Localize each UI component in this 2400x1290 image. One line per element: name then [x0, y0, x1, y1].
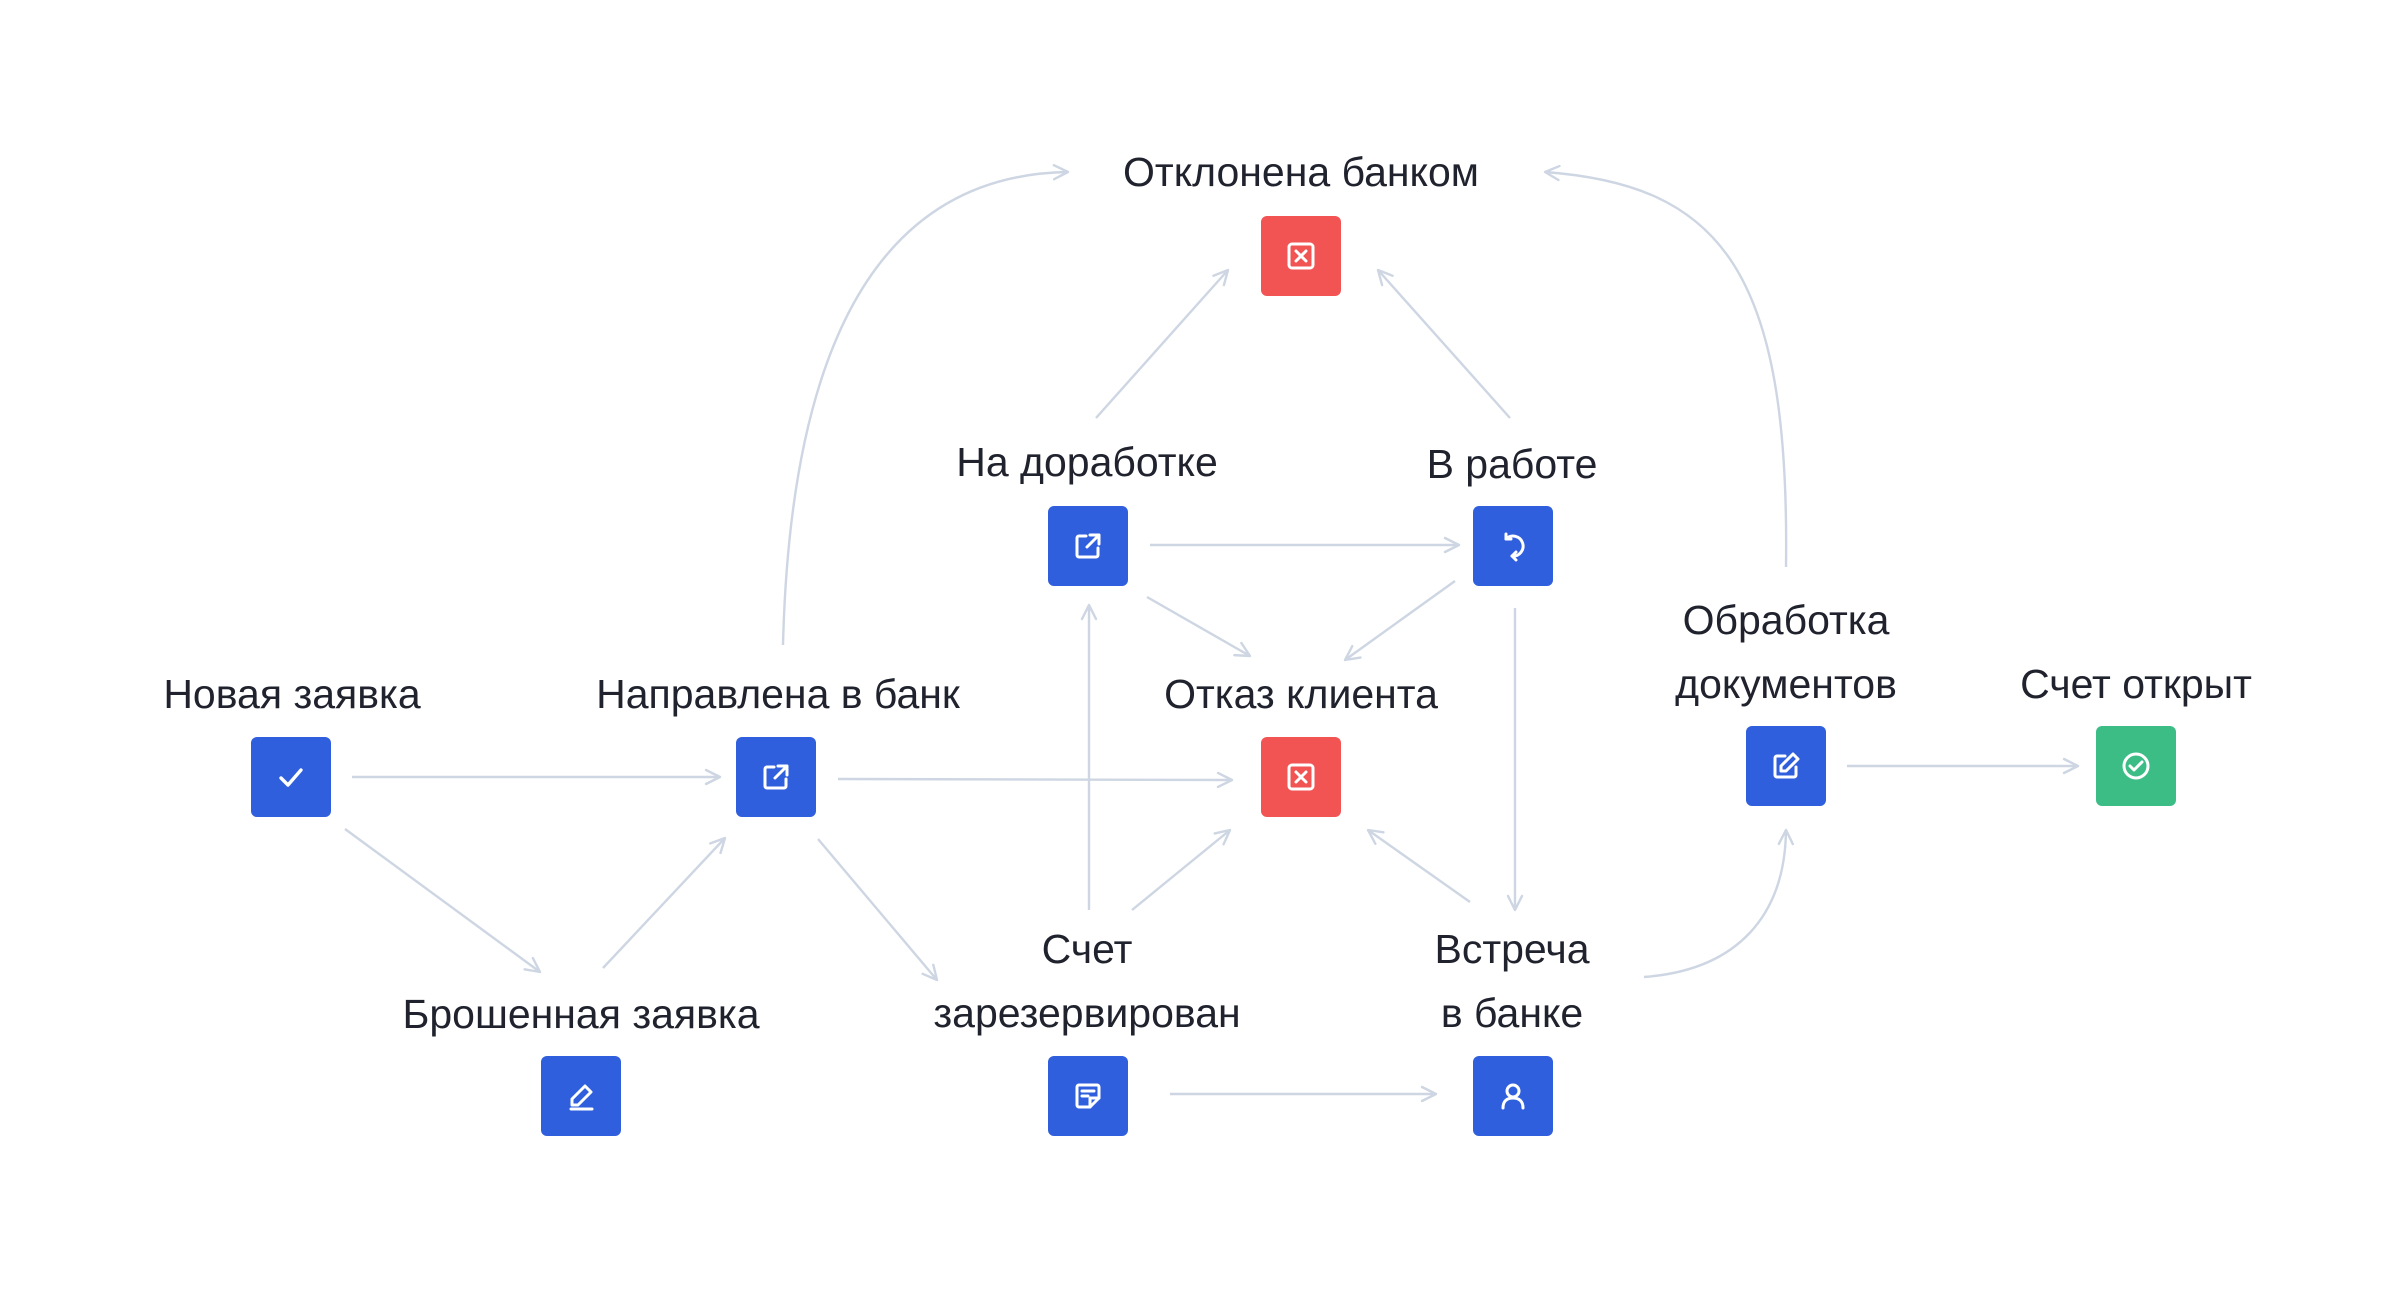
label-line: в банке: [1440, 990, 1584, 1036]
label-line: Брошенная заявка: [402, 991, 760, 1037]
edge-processing-to-rejected: [1543, 164, 1788, 568]
label-line: Обработка: [1682, 597, 1890, 643]
node-label-account-opened: Счет открыт: [2020, 652, 2252, 716]
edge-sent-to-reserved: [817, 838, 939, 982]
node-label-sent-to-bank: Направлена в банк: [596, 662, 960, 726]
edge-revision-to-rejected: [1095, 268, 1230, 419]
label-line: документов: [1675, 661, 1897, 707]
label-line: На доработке: [956, 439, 1218, 485]
node-label-bank-meeting: Встреча в банке: [1434, 917, 1589, 1045]
edge-revision-to-client-refusal: [1146, 595, 1252, 658]
label-line: В работе: [1426, 441, 1598, 487]
node-client-refusal[interactable]: [1261, 737, 1341, 817]
document-icon: [1075, 1083, 1101, 1109]
external-link-icon: [1075, 533, 1101, 559]
node-label-client-refusal: Отказ клиента: [1164, 662, 1438, 726]
node-new-application[interactable]: [251, 737, 331, 817]
check-icon: [279, 768, 303, 787]
node-label-in-progress: В работе: [1427, 432, 1598, 496]
node-label-new-application: Новая заявка: [163, 662, 420, 726]
edge-new-to-abandoned: [344, 828, 542, 974]
node-label-account-reserved: Счет зарезервирован: [933, 917, 1240, 1045]
edge-sent-to-rejected: [781, 164, 1070, 646]
node-abandoned-application[interactable]: [541, 1056, 621, 1136]
edge-meeting-to-processing: [1643, 828, 1795, 979]
label-line: Отклонена банком: [1123, 149, 1479, 195]
label-line: зарезервирован: [933, 990, 1241, 1036]
pencil-icon: [569, 1084, 594, 1111]
node-needs-revision[interactable]: [1048, 506, 1128, 586]
label-line: Встреча: [1434, 926, 1590, 972]
check-circle-icon: [2122, 752, 2150, 780]
node-label-needs-revision: На доработке: [956, 430, 1218, 494]
edit-square-icon: [1773, 752, 1800, 779]
label-line: Счет открыт: [2020, 661, 2252, 707]
node-sent-to-bank[interactable]: [736, 737, 816, 817]
node-label-rejected-by-bank: Отклонена банком: [1123, 140, 1479, 204]
node-in-progress[interactable]: [1473, 506, 1553, 586]
close-square-icon: [1287, 242, 1315, 270]
node-label-document-processing: Обработка документов: [1675, 588, 1897, 716]
node-label-abandoned-application: Брошенная заявка: [402, 982, 759, 1046]
refresh-icon: [1504, 532, 1525, 562]
edge-reserved-to-client-refusal: [1131, 828, 1232, 911]
edge-work-to-client-refusal: [1343, 580, 1456, 662]
label-line: Счет: [1041, 926, 1133, 972]
node-account-reserved[interactable]: [1048, 1056, 1128, 1136]
node-document-processing[interactable]: [1746, 726, 1826, 806]
label-line: Новая заявка: [163, 671, 421, 717]
node-account-opened[interactable]: [2096, 726, 2176, 806]
person-icon: [1501, 1083, 1525, 1110]
node-rejected-by-bank[interactable]: [1261, 216, 1341, 296]
label-line: Направлена в банк: [596, 671, 960, 717]
edge-meeting-to-client-refusal: [1366, 828, 1471, 903]
close-square-icon: [1287, 763, 1315, 791]
label-line: Отказ клиента: [1164, 671, 1438, 717]
node-bank-meeting[interactable]: [1473, 1056, 1553, 1136]
edge-sent-to-client-refusal: [837, 771, 1234, 789]
external-link-icon: [763, 764, 789, 790]
edge-work-to-rejected: [1376, 268, 1511, 419]
edge-abandoned-to-sent: [602, 836, 727, 969]
